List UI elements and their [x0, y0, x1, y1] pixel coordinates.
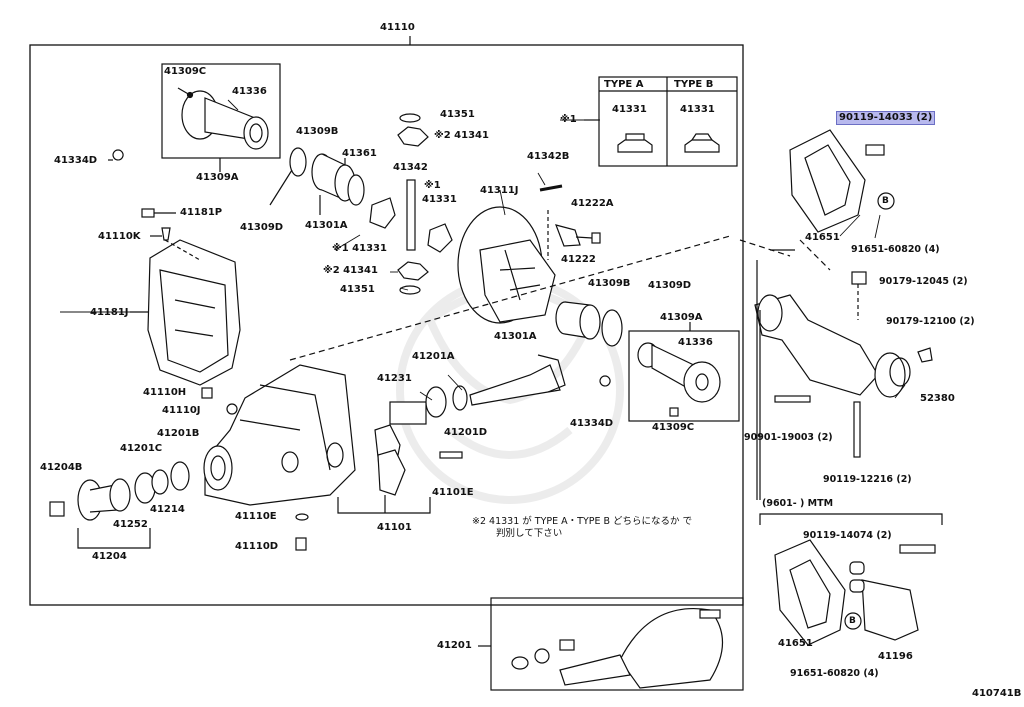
note-line-2: 判別して下さい — [496, 528, 563, 539]
part-41651-top[interactable]: 41651 — [805, 232, 840, 243]
type-a-part[interactable]: 41331 — [612, 104, 647, 115]
left-small-parts — [108, 149, 176, 241]
assembly-number[interactable]: 41110 — [380, 22, 415, 33]
part-41201-bottom[interactable]: 41201 — [437, 640, 472, 651]
part-41301a-left[interactable]: 41301A — [305, 220, 348, 231]
part-52380[interactable]: 52380 — [920, 393, 955, 404]
circle-b-markers — [844, 192, 895, 630]
leader-lines — [60, 99, 906, 401]
part-41342b[interactable]: 41342B — [527, 151, 570, 162]
part-91651-60820-top[interactable]: 91651-60820 (4) — [851, 244, 940, 255]
part-41309b-right[interactable]: 41309B — [588, 278, 631, 289]
part-41204b[interactable]: 41204B — [40, 462, 83, 473]
type-table — [584, 76, 738, 167]
companion-flange-group — [49, 461, 190, 549]
differential-cover — [130, 239, 241, 386]
note-line-1: ※2 41331 が TYPE A・TYPE B どちらになるか で — [472, 516, 693, 527]
mtm-box-label: (9601- ) MTM — [762, 498, 834, 509]
part-41101e[interactable]: 41101E — [432, 487, 474, 498]
part-41309c-top[interactable]: 41309C — [164, 66, 207, 77]
drawing-number: 410741B — [972, 688, 1022, 699]
part-41309d-right[interactable]: 41309D — [648, 280, 692, 291]
part-41101[interactable]: 41101 — [377, 522, 412, 533]
part-41252[interactable]: 41252 — [113, 519, 148, 530]
part-90179-12045[interactable]: 90179-12045 (2) — [879, 276, 968, 287]
part-41201d[interactable]: 41201D — [444, 427, 488, 438]
ring-gear-box — [478, 597, 744, 691]
part-90119-14074[interactable]: 90119-14074 (2) — [803, 530, 892, 541]
part-41204[interactable]: 41204 — [92, 551, 127, 562]
part-41201a[interactable]: 41201A — [412, 351, 455, 362]
plugs — [201, 387, 309, 551]
right-bearing-stack — [555, 301, 623, 347]
part-41331-mid[interactable]: 41331 — [422, 194, 457, 205]
part-90901-19003[interactable]: 90901-19003 (2) — [744, 432, 833, 443]
mtm-box — [759, 513, 943, 646]
differential-case — [457, 184, 563, 324]
part-41110e[interactable]: 41110E — [235, 511, 277, 522]
part-41196[interactable]: 41196 — [878, 651, 913, 662]
carrier-housing — [203, 235, 731, 506]
mount-bracket — [739, 239, 933, 500]
part-41341-bottom[interactable]: ※2 41341 — [323, 265, 378, 276]
part-41342[interactable]: 41342 — [393, 162, 428, 173]
part-41181j[interactable]: 41181J — [90, 307, 129, 318]
side-gear-set — [369, 113, 453, 295]
type-b-label: TYPE B — [674, 79, 714, 90]
part-41301a-right[interactable]: 41301A — [494, 331, 537, 342]
part-41201c[interactable]: 41201C — [120, 443, 163, 454]
part-41331-left[interactable]: ※1 41331 — [332, 243, 387, 254]
part-41110k[interactable]: 41110K — [98, 231, 141, 242]
part-41336-right[interactable]: 41336 — [678, 337, 713, 348]
upper-bearing-stack — [269, 147, 365, 215]
clip-right — [599, 375, 611, 387]
part-41309b-top[interactable]: 41309B — [296, 126, 339, 137]
type-a-label: TYPE A — [604, 79, 644, 90]
lock-plate — [555, 224, 601, 247]
type-table-marker: ※1 — [560, 114, 577, 125]
part-90119-14033-highlighted[interactable]: 90119-14033 (2) — [836, 111, 936, 125]
part-41222a[interactable]: 41222A — [571, 198, 614, 209]
part-41311j[interactable]: 41311J — [480, 185, 519, 196]
part-41334d-right[interactable]: 41334D — [570, 418, 614, 429]
part-41351-top[interactable]: 41351 — [440, 109, 475, 120]
part-41651-bottom[interactable]: 41651 — [778, 638, 813, 649]
part-41341-top[interactable]: ※2 41341 — [434, 130, 489, 141]
part-41331-marker: ※1 — [424, 180, 441, 191]
part-41231[interactable]: 41231 — [377, 373, 412, 384]
bearing-caps — [337, 424, 463, 514]
part-90179-12100[interactable]: 90179-12100 (2) — [886, 316, 975, 327]
part-90119-12216[interactable]: 90119-12216 (2) — [823, 474, 912, 485]
part-91651-60820-bottom[interactable]: 91651-60820 (4) — [790, 668, 879, 679]
part-41181p[interactable]: 41181P — [180, 207, 223, 218]
circle-b-label-top: B — [882, 196, 889, 206]
part-41214[interactable]: 41214 — [150, 504, 185, 515]
part-41351-bottom[interactable]: 41351 — [340, 284, 375, 295]
part-41110j[interactable]: 41110J — [162, 405, 201, 416]
rear-cover-top — [789, 129, 885, 233]
part-41361[interactable]: 41361 — [342, 148, 377, 159]
part-41309a-top[interactable]: 41309A — [196, 172, 239, 183]
part-41110h[interactable]: 41110H — [143, 387, 187, 398]
part-41334d-left[interactable]: 41334D — [54, 155, 98, 166]
part-41309a-right[interactable]: 41309A — [660, 312, 703, 323]
inset-box-flange-right — [628, 322, 740, 422]
inset-box-flange — [161, 63, 281, 172]
drive-pinion — [389, 354, 566, 425]
part-41309c-right[interactable]: 41309C — [652, 422, 695, 433]
type-b-part[interactable]: 41331 — [680, 104, 715, 115]
part-41110d[interactable]: 41110D — [235, 541, 279, 552]
circle-b-label-bottom: B — [849, 616, 856, 626]
part-41222[interactable]: 41222 — [561, 254, 596, 265]
part-41336-top[interactable]: 41336 — [232, 86, 267, 97]
part-41201b[interactable]: 41201B — [157, 428, 200, 439]
part-41309d-left[interactable]: 41309D — [240, 222, 284, 233]
main-assembly-frame — [29, 36, 744, 606]
